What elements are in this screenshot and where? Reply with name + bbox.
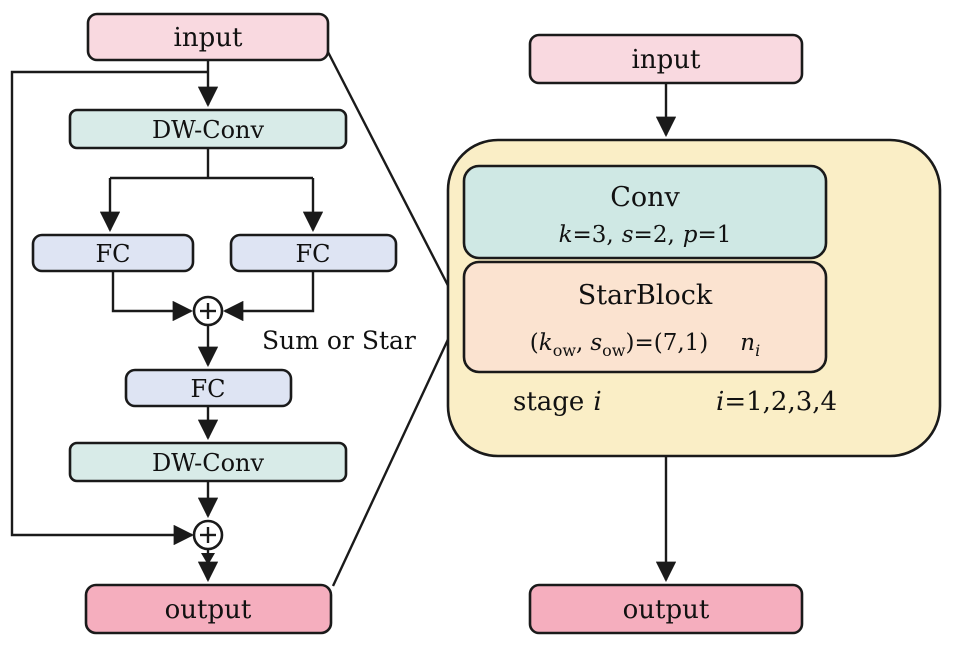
plus-icon <box>200 527 216 543</box>
right-output-label: output <box>623 595 710 625</box>
left-fc-right-label: FC <box>295 240 330 268</box>
edge-expand-top <box>326 51 460 306</box>
conv-title: Conv <box>610 182 680 213</box>
left-dwconv-top-box: DW-Conv <box>68 108 348 150</box>
left-input-label: input <box>174 23 243 53</box>
stage-range-label: i=1,2,3,4 <box>716 387 837 417</box>
edge-skip-connection <box>10 70 208 546</box>
conv-box: Conv k=3,s=2,p=1 <box>462 164 828 260</box>
plus-icon <box>200 303 216 319</box>
right-input-label: input <box>632 45 701 75</box>
right-output-box: output <box>528 583 804 635</box>
left-dwconv-top-label: DW-Conv <box>152 116 265 144</box>
stage-container: Conv k=3,s=2,p=1 StarBlock (kow,sow)=(7,… <box>446 138 942 458</box>
left-fc-left-box: FC <box>31 233 195 273</box>
edge-fc-left-to-sum <box>111 271 194 322</box>
edge-fc-right-to-sum <box>222 271 315 322</box>
left-input-box: input <box>86 12 330 62</box>
left-fc-mid-box: FC <box>124 368 293 408</box>
sum-node-bottom <box>192 519 224 551</box>
edge-expand-bottom <box>331 317 460 587</box>
left-fc-mid-label: FC <box>190 375 225 403</box>
sum-node-top <box>192 295 224 327</box>
right-input-box: input <box>528 33 804 85</box>
left-fc-right-box: FC <box>229 233 398 273</box>
left-output-rect <box>84 583 333 635</box>
conv-params: k=3,s=2,p=1 <box>559 222 732 248</box>
left-output-label: output <box>165 595 252 625</box>
right-output-rect <box>528 583 804 635</box>
starblock-box: StarBlock (kow,sow)=(7,1)ni <box>462 260 828 374</box>
left-dwconv-bottom-box: DW-Conv <box>68 441 348 483</box>
conv-rect <box>462 164 828 260</box>
starblock-params: (kow,sow)=(7,1)ni <box>530 330 760 360</box>
starblock-title: StarBlock <box>578 280 713 311</box>
sum-or-star-label: Sum or Star <box>262 326 416 355</box>
edge-sum2-extra-arrowhead <box>201 553 215 565</box>
starblock-rect <box>462 260 828 374</box>
left-output-box: output <box>84 583 333 635</box>
left-dwconv-bottom-label: DW-Conv <box>152 449 265 477</box>
left-input-rect <box>86 12 330 62</box>
left-fc-left-label: FC <box>95 240 130 268</box>
